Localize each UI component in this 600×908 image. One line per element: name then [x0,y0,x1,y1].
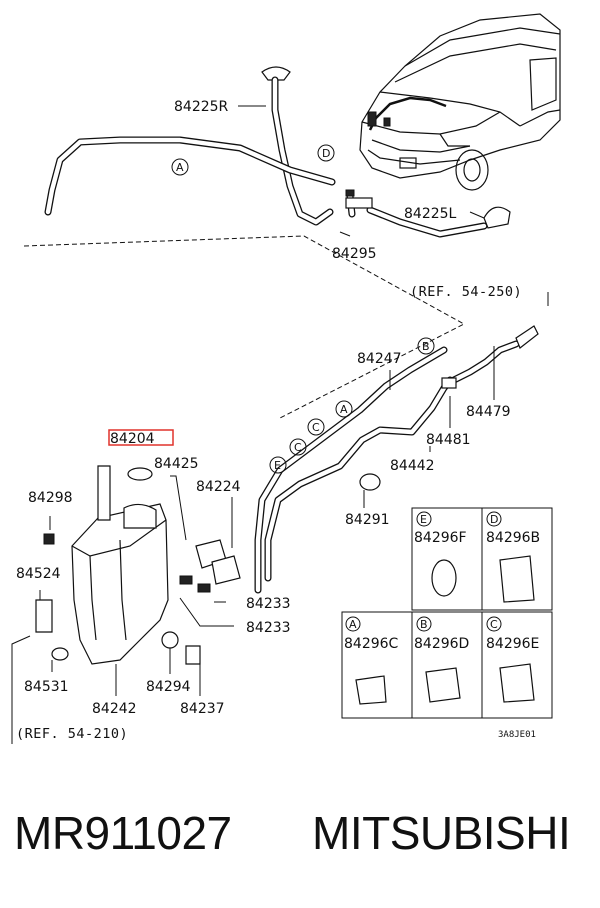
callout-A-top: A [176,161,184,174]
nozzle-hoses [23,66,511,419]
car-illustration [359,13,561,191]
reservoir-hoses [254,325,539,594]
label-84294: 84294 [146,679,191,695]
inset-label-84296E: 84296E [486,636,539,652]
label-84291: 84291 [345,512,390,528]
inset-label-84296B: 84296B [486,530,540,546]
callout-B: B [422,340,430,353]
label-84295: 84295 [332,246,377,262]
label-84524: 84524 [16,566,61,582]
label-84479: 84479 [466,404,511,420]
callout-C-1: C [312,421,320,434]
label-84481: 84481 [426,432,471,448]
label-84247: 84247 [357,351,402,367]
inset-grid [341,507,553,719]
inset-key-A: A [349,618,357,631]
label-84442: 84442 [390,458,435,474]
ref-54-250: (REF. 54-250) [410,284,522,300]
brand-name: MITSUBISHI [312,807,571,859]
inset-key-B: B [420,618,428,631]
part-labels: 84225R 84225L 84295 84247 84479 84481 84… [16,99,540,742]
label-84242: 84242 [92,701,137,717]
inset-key-D: D [490,513,498,526]
inset-label-84296C: 84296C [344,636,399,652]
ref-54-210: (REF. 54-210) [16,726,128,742]
inset-key-E: E [420,513,427,526]
reservoir-assembly [11,105,549,744]
drawing-code: 3A8JE01 [498,730,536,740]
label-84224: 84224 [196,479,241,495]
label-84531: 84531 [24,679,69,695]
callout-E: E [274,459,281,472]
label-84425: 84425 [154,456,199,472]
parts-diagram: 84225R 84225L 84295 84247 84479 84481 84… [11,13,561,744]
inset-label-84296D: 84296D [414,636,469,652]
callout-D-top: D [322,147,330,160]
inset-key-C: C [490,618,498,631]
label-84233-lower: 84233 [246,620,291,636]
label-84237: 84237 [180,701,225,717]
part-number: MR911027 [14,807,232,859]
inset-label-84296F: 84296F [414,530,467,546]
label-84233-upper: 84233 [246,596,291,612]
label-84204: 84204 [110,431,155,447]
callout-C-2: C [294,441,302,454]
label-84298: 84298 [28,490,73,506]
callouts: A D B A C C E E D A B C [171,144,502,632]
label-84225L: 84225L [404,206,457,222]
callout-A-mid: A [340,403,348,416]
label-84225R: 84225R [174,99,229,115]
highlight-box-84204 [108,429,174,446]
